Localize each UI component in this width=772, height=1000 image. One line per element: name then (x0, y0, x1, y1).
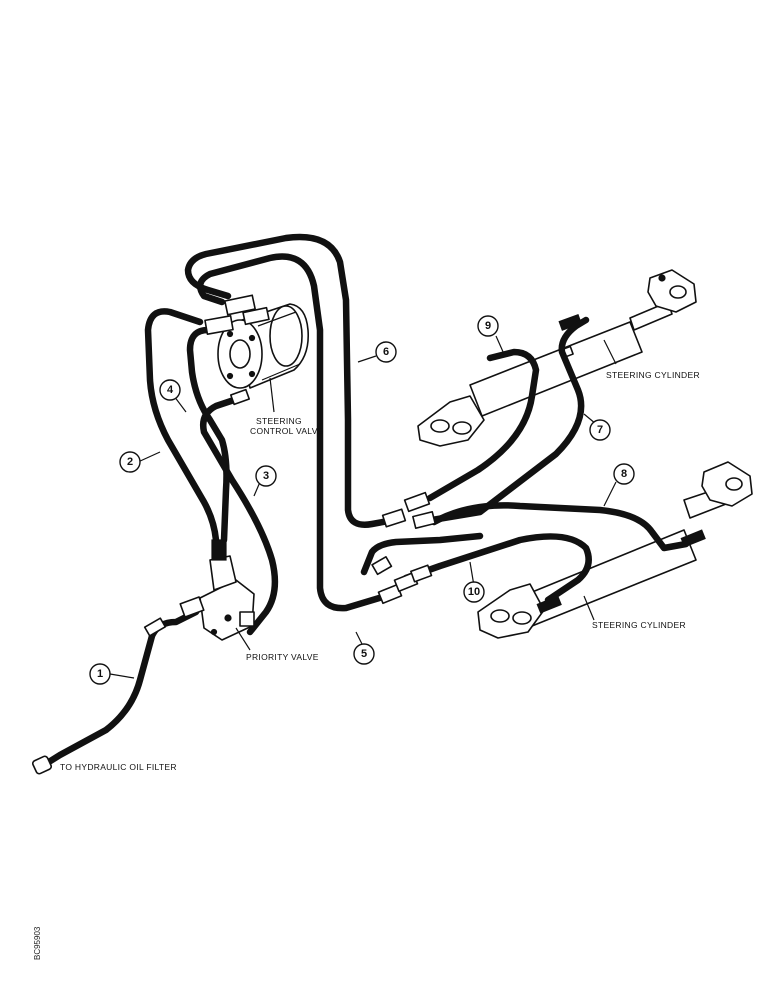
priority-valve (179, 539, 255, 641)
callout-5: 5 (353, 643, 375, 665)
callout-3: 3 (255, 465, 277, 487)
figure-id: BC95903 (33, 926, 42, 960)
lower-steering-cylinder (477, 461, 753, 639)
callout-4: 4 (159, 379, 181, 401)
steering-control-valve (204, 294, 310, 389)
svg-text:5: 5 (361, 648, 367, 660)
callout-6: 6 (375, 341, 397, 363)
hose-fittings (31, 388, 436, 775)
svg-text:4: 4 (167, 384, 174, 396)
hose-8 (430, 502, 690, 552)
hydraulic-oil-filter-label: TO HYDRAULIC OIL FILTER (60, 762, 177, 772)
steering-control-valve-label-line1: STEERING (256, 416, 302, 426)
svg-text:2: 2 (127, 456, 133, 468)
svg-text:6: 6 (383, 346, 389, 358)
callout-8: 8 (613, 463, 635, 485)
steering-control-valve-label-line2: CONTROL VALVE (250, 426, 324, 436)
hose-2 (144, 308, 222, 574)
hose-1 (40, 608, 200, 769)
hose-6 (184, 233, 398, 528)
svg-text:7: 7 (597, 424, 603, 436)
svg-text:9: 9 (485, 320, 491, 332)
upper-steering-cylinder (417, 269, 697, 447)
hose-10 (402, 533, 592, 604)
hydraulic-hoses (40, 233, 690, 769)
callout-10: 10 (463, 581, 485, 603)
callout-1: 1 (89, 663, 111, 685)
hose-cross (360, 532, 484, 576)
hose-7 (428, 316, 590, 524)
svg-text:3: 3 (263, 470, 269, 482)
priority-valve-label: PRIORITY VALVE (246, 652, 319, 662)
svg-text:1: 1 (97, 668, 103, 680)
hose-9 (426, 348, 540, 502)
upper-steering-cylinder-label: STEERING CYLINDER (606, 370, 700, 380)
svg-text:10: 10 (468, 586, 480, 598)
svg-text:8: 8 (621, 468, 627, 480)
lower-steering-cylinder-label: STEERING CYLINDER (592, 620, 686, 630)
callout-7: 7 (589, 419, 611, 441)
hose-3 (200, 394, 279, 636)
callout-2: 2 (119, 451, 141, 473)
hose-5 (196, 253, 390, 612)
callout-9: 9 (477, 315, 499, 337)
